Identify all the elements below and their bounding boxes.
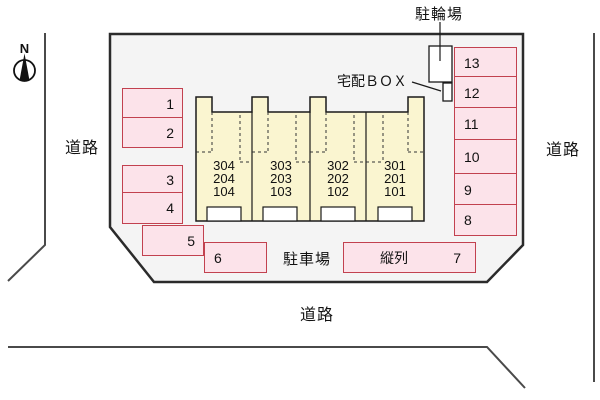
north-compass-icon: N (13, 41, 36, 82)
delivery-box-leader-line (411, 81, 442, 92)
parking-space-9: 9 (454, 173, 517, 206)
entrance-unit-2 (262, 206, 298, 222)
parking-space-4: 4 (122, 192, 183, 224)
unit-3-room-numbers: 302 202 102 (310, 159, 366, 198)
unit-4-room-numbers: 301 201 101 (366, 159, 424, 198)
overhang-dashed-lines (196, 112, 424, 163)
unit-divider-lines (251, 112, 367, 221)
room-number: 203 (270, 171, 292, 186)
room-number: 301 (384, 158, 406, 173)
road-label-bottom: 道路 (299, 307, 334, 324)
parking-space-7-tandem: 縦列 7 (343, 242, 476, 273)
space-number: 10 (464, 149, 480, 165)
room-number: 103 (270, 184, 292, 199)
space-number: 13 (464, 54, 480, 71)
compass-north-letter: N (20, 41, 29, 56)
space-number: 2 (166, 124, 174, 141)
unit-2-room-numbers: 303 203 103 (252, 159, 310, 198)
tandem-label: 縦列 (380, 249, 408, 266)
space-number: 11 (464, 116, 479, 132)
space-number: 3 (166, 171, 174, 188)
entrance-unit-3 (320, 206, 356, 222)
delivery-box-structure (442, 82, 453, 102)
space-number: 9 (464, 181, 472, 198)
bicycle-parking-label: 駐輪場 (414, 6, 463, 23)
road-label-left: 道路 (64, 140, 99, 157)
parking-space-13: 13 (454, 47, 517, 78)
space-number: 12 (464, 84, 480, 101)
parking-space-2: 2 (122, 117, 183, 148)
left-road-line (7, 33, 46, 282)
space-number: 6 (214, 249, 222, 266)
entrance-porches (206, 206, 413, 222)
parking-space-1: 1 (122, 88, 183, 119)
room-number: 101 (384, 184, 406, 199)
parking-space-5: 5 (142, 225, 204, 256)
room-number: 302 (327, 158, 349, 173)
room-number: 304 (213, 158, 235, 173)
parking-space-8: 8 (454, 204, 517, 236)
space-number: 5 (187, 232, 195, 249)
room-number: 104 (213, 184, 235, 199)
parking-lot-label: 駐車場 (282, 251, 331, 268)
bottom-road-line (8, 346, 526, 389)
parking-space-6: 6 (204, 242, 267, 273)
parking-space-3: 3 (122, 165, 183, 194)
room-number: 204 (213, 171, 235, 186)
unit-1-room-numbers: 304 204 104 (196, 159, 252, 198)
space-number: 7 (453, 249, 461, 266)
delivery-box-label: 宅配ＢＯＸ (337, 73, 407, 89)
parking-space-12: 12 (454, 76, 517, 109)
room-number: 102 (327, 184, 349, 199)
room-number: 201 (384, 171, 406, 186)
entrance-unit-1 (206, 206, 242, 222)
room-number: 202 (327, 171, 349, 186)
space-number: 8 (464, 212, 472, 228)
space-number: 4 (166, 200, 174, 216)
parking-space-11: 11 (454, 107, 517, 141)
entrance-unit-4 (377, 206, 413, 222)
parking-space-10: 10 (454, 139, 517, 175)
road-label-right: 道路 (545, 142, 580, 159)
room-number: 303 (270, 158, 292, 173)
space-number: 1 (166, 95, 174, 112)
